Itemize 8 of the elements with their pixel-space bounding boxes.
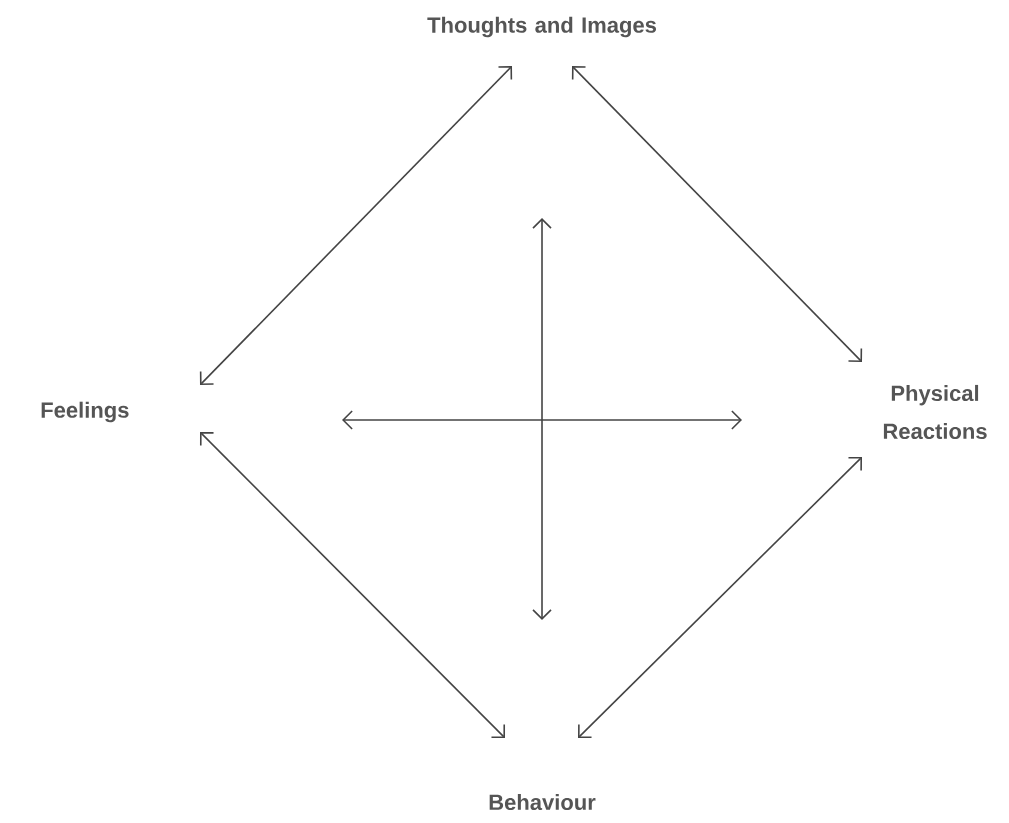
arrow (199, 66, 513, 385)
node-label: Feelings (41, 401, 129, 423)
node-label: Thoughts and Images (427, 16, 656, 38)
node-label: Behaviour (489, 793, 596, 811)
arrow (578, 456, 862, 739)
arrow (200, 432, 506, 738)
arrow (571, 66, 863, 362)
node-label: Physical Reactions (883, 384, 987, 440)
